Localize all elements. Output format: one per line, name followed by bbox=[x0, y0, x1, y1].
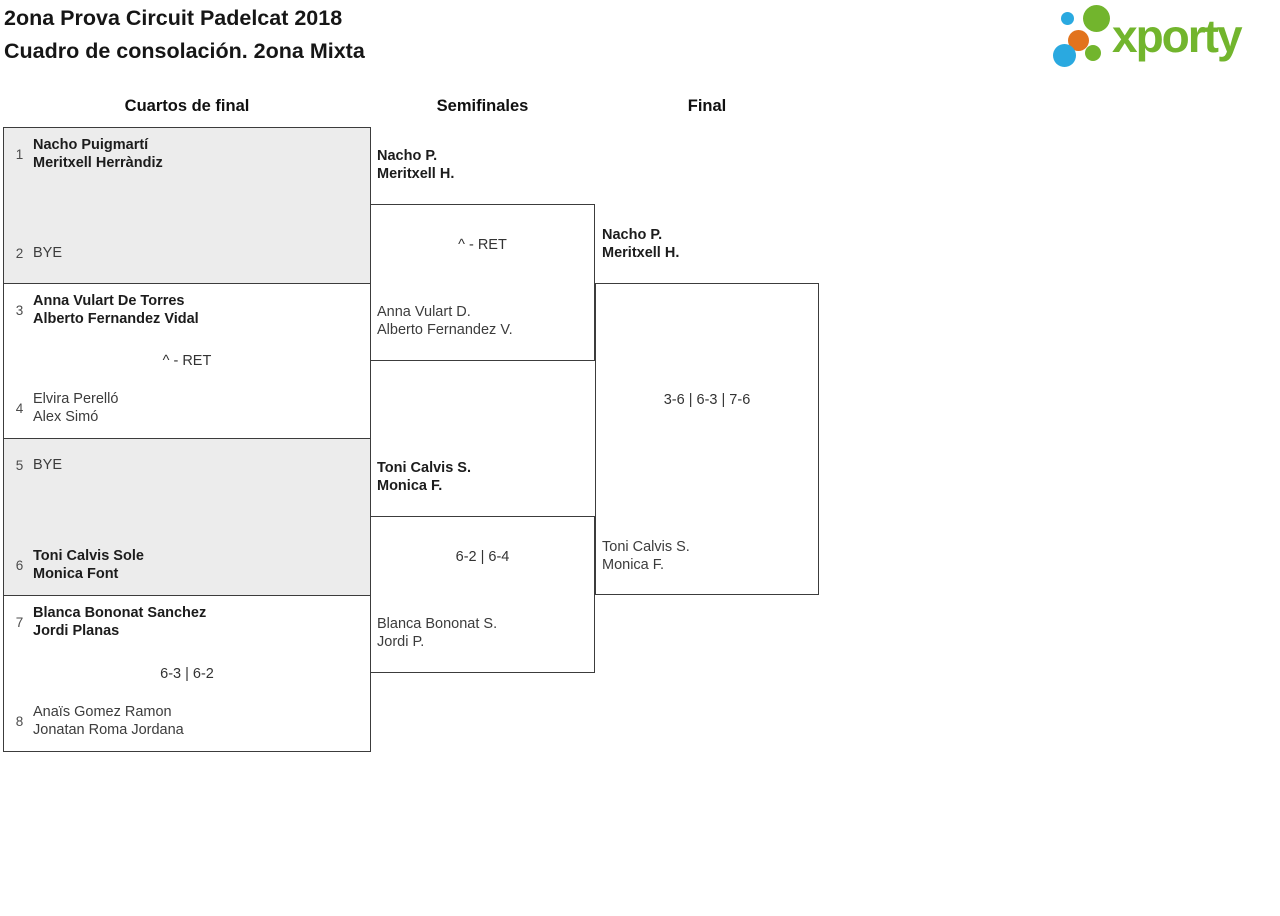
team-name: BYE bbox=[33, 244, 63, 261]
match-box-qf4: 7 Blanca Bononat Sanchez Jordi Planas 6-… bbox=[3, 595, 371, 752]
round-header-quarterfinals: Cuartos de final bbox=[124, 97, 250, 115]
team-name: BYE bbox=[33, 456, 63, 473]
seed-number: 7 bbox=[15, 614, 24, 630]
match-score: 6-2 | 6-4 bbox=[455, 549, 510, 565]
match-score: ^ - RET bbox=[162, 353, 212, 369]
logo-dot-icon bbox=[1068, 30, 1089, 51]
match-box-qf3: 5 BYE 6 Toni Calvis Sole Monica Font bbox=[3, 438, 371, 596]
match-score: ^ - RET bbox=[458, 237, 507, 253]
team-entry: 3 Anna Vulart De Torres Alberto Fernande… bbox=[11, 290, 362, 330]
seed-number: 5 bbox=[15, 457, 24, 473]
logo-dot-icon bbox=[1085, 45, 1101, 61]
page-title: 2ona Prova Circuit Padelcat 2018 Cuadro … bbox=[4, 2, 365, 68]
logo-dot-icon bbox=[1061, 12, 1074, 25]
xporty-logo[interactable]: xporty bbox=[1052, 3, 1274, 67]
team-entry: 8 Anaïs Gomez Ramon Jonatan Roma Jordana bbox=[11, 701, 362, 741]
logo-dot-icon bbox=[1083, 5, 1110, 32]
seed-number: 8 bbox=[15, 713, 24, 729]
seed-number: 2 bbox=[15, 245, 24, 261]
bracket-subtitle: Cuadro de consolación. 2ona Mixta bbox=[4, 39, 365, 63]
team-name: Anna Vulart De Torres Alberto Fernandez … bbox=[33, 292, 199, 328]
seed-number: 4 bbox=[15, 400, 24, 416]
team-name: Nacho Puigmartí Meritxell Herràndiz bbox=[33, 136, 163, 172]
logo-wordmark: xporty bbox=[1112, 10, 1243, 62]
team-entry: 4 Elvira Perelló Alex Simó bbox=[11, 388, 362, 428]
team-name: Blanca Bononat Sanchez Jordi Planas bbox=[33, 604, 207, 640]
match-box-final bbox=[595, 283, 819, 595]
team-name: Elvira Perelló Alex Simó bbox=[33, 390, 119, 426]
match-box-qf1: 1 Nacho Puigmartí Meritxell Herràndiz 2 … bbox=[3, 127, 371, 284]
match-score: 6-3 | 6-2 bbox=[160, 665, 214, 682]
match-box-sf2 bbox=[370, 516, 595, 673]
round-header-final: Final bbox=[687, 97, 727, 115]
match-box-qf2: 3 Anna Vulart De Torres Alberto Fernande… bbox=[3, 283, 371, 439]
match-score: 3-6 | 6-3 | 7-6 bbox=[663, 392, 751, 408]
team-name: Toni Calvis S. Monica F. bbox=[602, 539, 690, 573]
team-entry: 1 Nacho Puigmartí Meritxell Herràndiz bbox=[11, 134, 362, 174]
team-entry: 2 BYE bbox=[11, 233, 362, 273]
team-name: Nacho P. Meritxell H. bbox=[377, 148, 455, 182]
logo-dot-icon bbox=[1053, 44, 1076, 67]
team-entry: 5 BYE bbox=[11, 445, 362, 485]
seed-number: 6 bbox=[15, 557, 24, 573]
team-entry: 6 Toni Calvis Sole Monica Font bbox=[11, 545, 362, 585]
team-name: Anaïs Gomez Ramon Jonatan Roma Jordana bbox=[33, 703, 184, 739]
team-name: Toni Calvis Sole Monica Font bbox=[33, 547, 144, 583]
team-name: Nacho P. Meritxell H. bbox=[602, 227, 680, 261]
team-entry: 7 Blanca Bononat Sanchez Jordi Planas bbox=[11, 602, 362, 642]
tournament-title: 2ona Prova Circuit Padelcat 2018 bbox=[4, 6, 343, 30]
round-header-semifinals: Semifinales bbox=[436, 97, 529, 115]
match-box-sf1 bbox=[370, 204, 595, 361]
team-name: Anna Vulart D. Alberto Fernandez V. bbox=[377, 304, 513, 338]
team-name: Toni Calvis S. Monica F. bbox=[377, 460, 472, 494]
team-name: Blanca Bononat S. Jordi P. bbox=[377, 616, 498, 650]
seed-number: 1 bbox=[15, 146, 24, 162]
seed-number: 3 bbox=[15, 302, 24, 318]
